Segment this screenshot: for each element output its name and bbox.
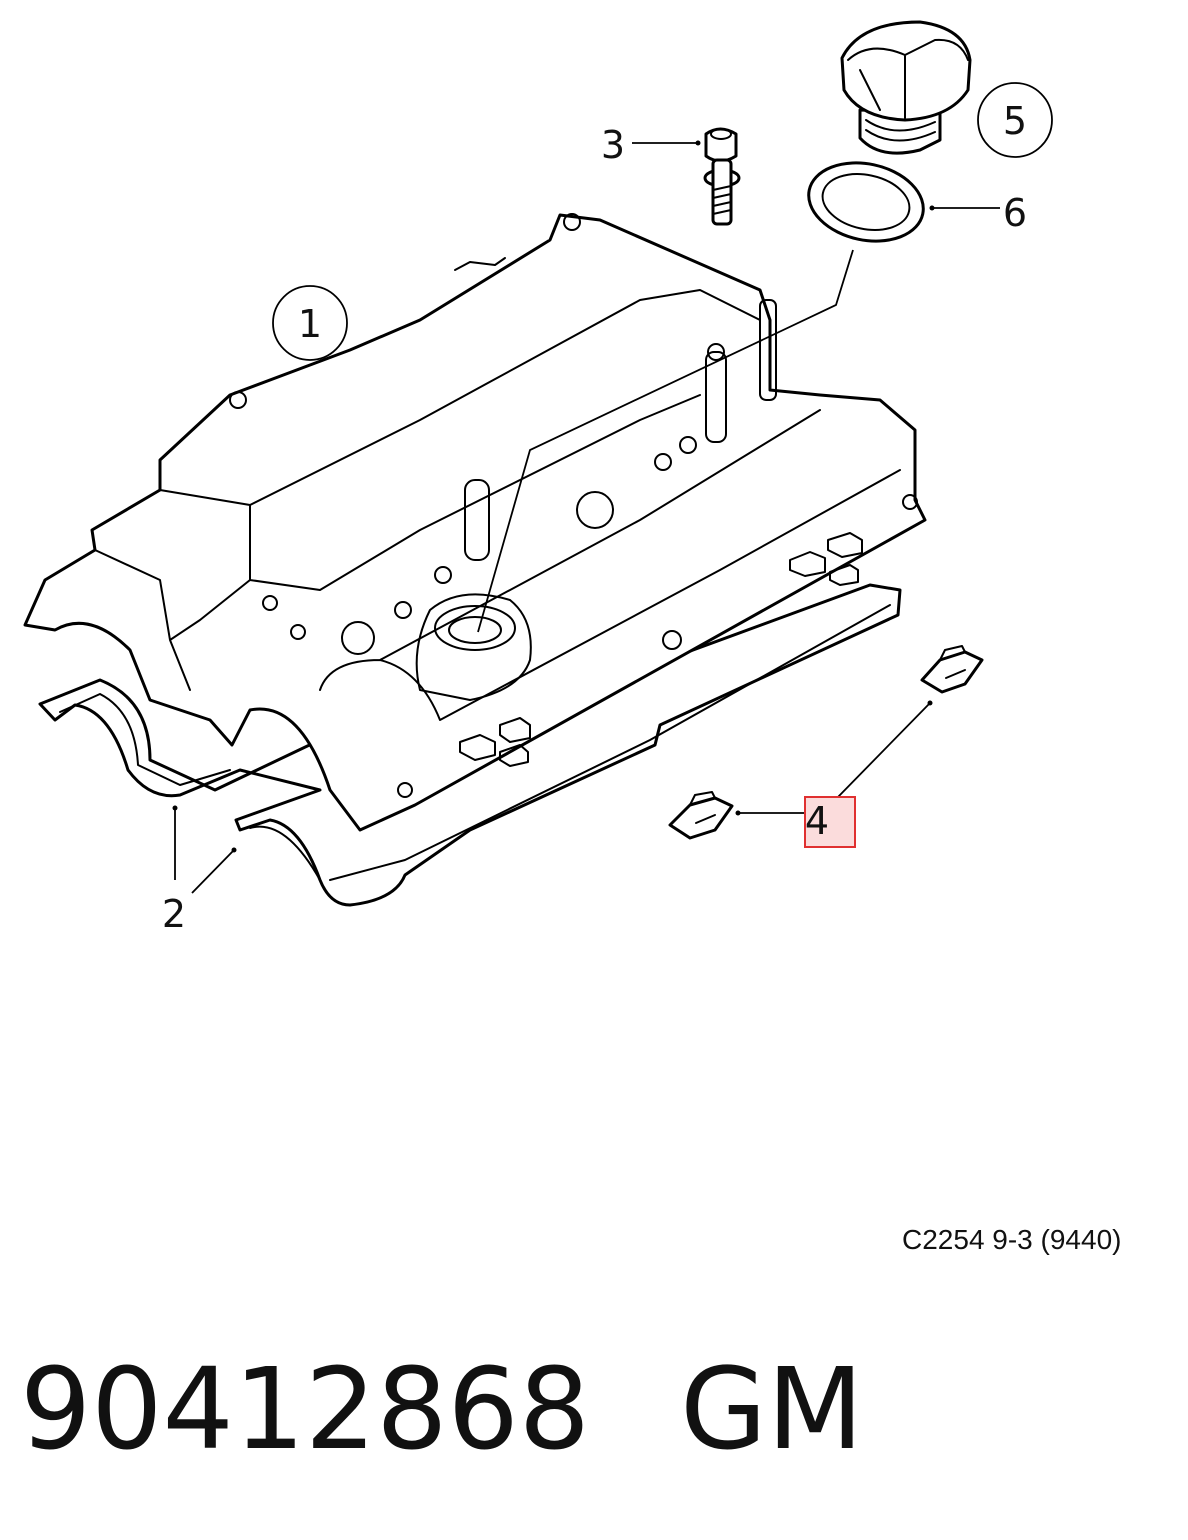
svg-text:1: 1 (298, 302, 322, 346)
part-number: 90412868 (20, 1345, 591, 1475)
callout-1: 1 (272, 285, 348, 361)
callout-5: 5 (977, 82, 1053, 158)
callout-3: 3 (601, 123, 625, 167)
part-number-line: 90412868 GM (20, 1340, 863, 1480)
callout-6: 6 (1003, 191, 1027, 235)
svg-text:6: 6 (1003, 191, 1027, 235)
callout-2: 2 (162, 892, 186, 936)
leader-lines (172, 140, 1000, 894)
callout-4: 4 (804, 796, 856, 848)
oil-filler-cap (840, 20, 972, 155)
svg-text:2: 2 (162, 892, 186, 936)
valve-cover (23, 213, 927, 832)
svg-text:3: 3 (601, 123, 625, 167)
svg-text:5: 5 (1003, 99, 1027, 143)
svg-text:4: 4 (805, 799, 829, 843)
diagram-reference-code: C2254 9-3 (9440) (902, 1224, 1122, 1255)
oil-filler-seal (807, 161, 925, 243)
gasket-clips (668, 645, 984, 840)
exploded-parts-diagram: 1 2 3 4 5 6 (23, 20, 1053, 936)
manufacturer: GM (680, 1345, 864, 1475)
bolt (703, 127, 741, 226)
